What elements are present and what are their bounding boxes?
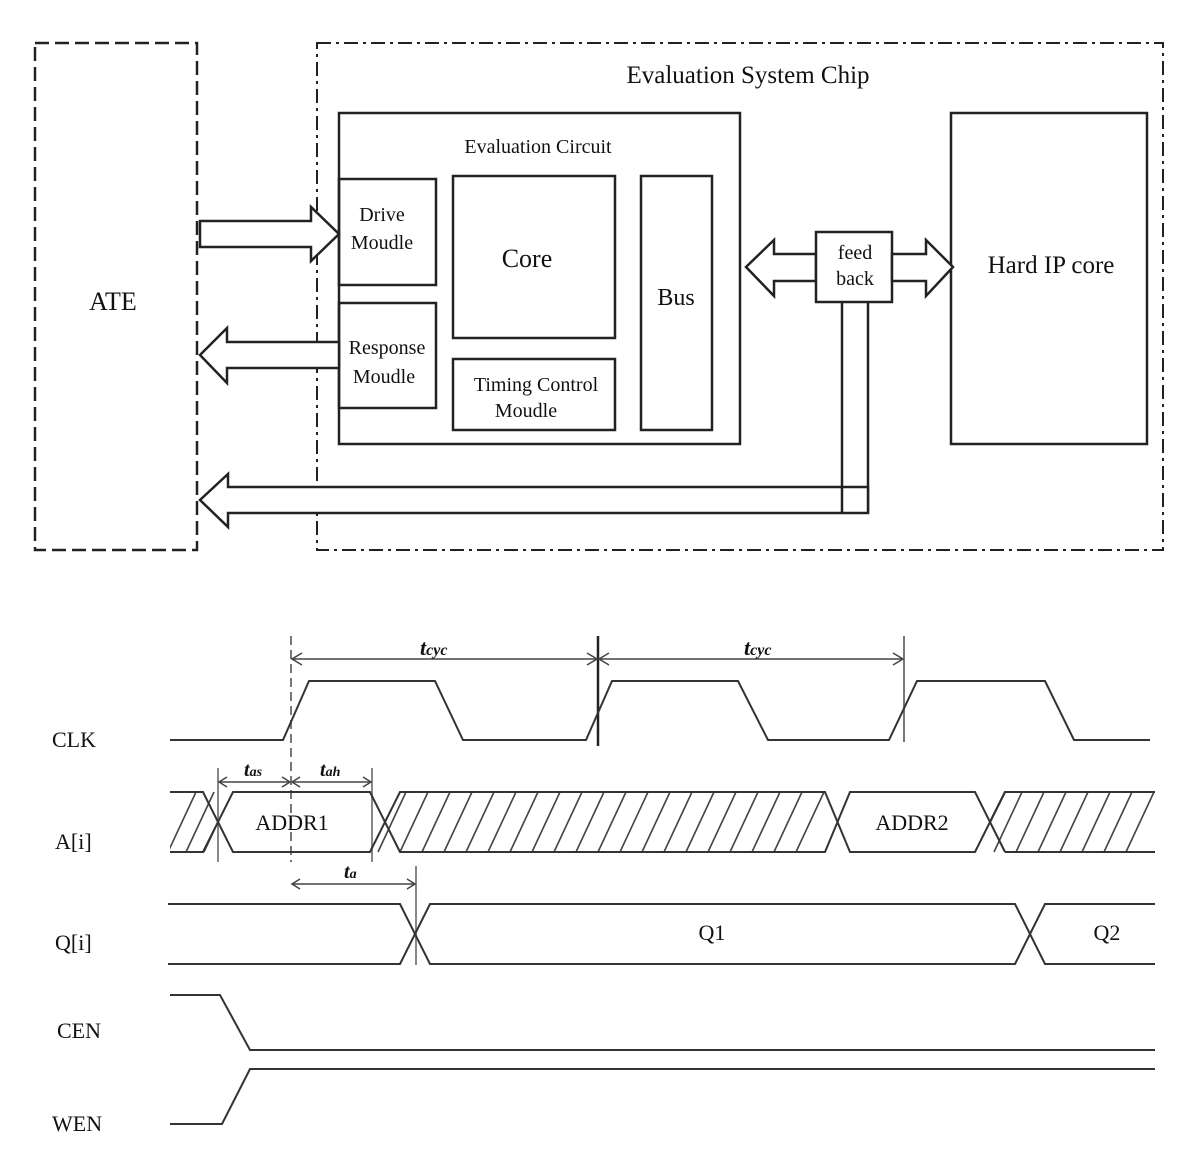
address-hatch-region-3: [993, 791, 1155, 853]
q-waveform-after: [168, 903, 1155, 965]
bus-label: Bus: [657, 285, 694, 311]
ta-arrowhead-left: [290, 878, 301, 890]
core-box: [451, 174, 617, 340]
drive-module-label-line2: Moudle: [351, 232, 413, 254]
tas-label: tas: [244, 759, 263, 781]
bus-feedback-bidirectional-arrow: [744, 237, 818, 300]
signal-label-a: A[i]: [55, 829, 92, 854]
address-hatch-region-2: [377, 791, 825, 853]
signal-label-q: Q[i]: [55, 930, 92, 955]
ate-box: [33, 41, 199, 552]
tcyc-label-1: tcyc: [420, 635, 447, 660]
tah-arrowhead-right: [362, 776, 373, 788]
timing-module-label-line2: Moudle: [495, 400, 557, 422]
core-label: Core: [502, 244, 553, 273]
bus-box: [639, 174, 714, 432]
tas-arrowhead-right: [281, 776, 292, 788]
response-module-label-line1: Response: [349, 337, 426, 359]
timing-control-module-box: [451, 357, 617, 432]
response-module-label-line2: Moudle: [353, 366, 415, 388]
ta-arrowhead-right: [406, 878, 417, 890]
cen-waveform: [170, 994, 1155, 1051]
addr1-label: ADDR1: [255, 810, 328, 835]
timing-module-label-line1: Timing Control: [474, 374, 599, 396]
addr2-label: ADDR2: [875, 810, 948, 835]
tas-arrowhead-left: [217, 776, 228, 788]
feedback-label-line2: back: [836, 268, 874, 290]
tcyc-1-arrowhead-right: [586, 652, 599, 666]
evaluation-system-chip-box: [316, 42, 1164, 551]
tcyc-2-arrowhead-left: [597, 652, 610, 666]
q2-label: Q2: [1094, 920, 1121, 945]
address-bus-end-rise: [989, 791, 1006, 823]
hard-ip-core-label: Hard IP core: [988, 252, 1115, 279]
evaluation-circuit-title: Evaluation Circuit: [464, 136, 612, 158]
ate-label: ATE: [89, 287, 137, 316]
timing-diagram: CLK A[i] Q[i] CEN WEN tcyc tcyc tas tah: [52, 635, 1155, 1136]
tcyc-1-arrowhead-left: [290, 652, 303, 666]
clk-waveform: [170, 680, 1150, 741]
signal-label-wen: WEN: [52, 1111, 102, 1136]
address-hatch-region-1: [170, 791, 218, 853]
feedback-to-ate-arrow: [198, 471, 870, 530]
q-waveform-before: [168, 903, 1155, 965]
tah-arrowhead-left: [290, 776, 301, 788]
tcyc-label-2: tcyc: [744, 635, 771, 660]
ta-label: ta: [344, 861, 357, 883]
tcyc-2-arrowhead-right: [892, 652, 905, 666]
ate-to-drive-arrow: [198, 204, 341, 264]
q1-label: Q1: [699, 920, 726, 945]
feedback-to-hard-ip-arrow: [890, 236, 955, 300]
signal-label-clk: CLK: [52, 727, 96, 752]
feedback-label-line1: feed: [838, 242, 872, 264]
response-to-ate-arrow: [198, 324, 341, 387]
tah-label: tah: [320, 759, 341, 781]
address-bus-end-fall: [989, 821, 1006, 853]
wen-waveform: [170, 1068, 1155, 1125]
signal-label-cen: CEN: [57, 1018, 101, 1043]
drive-module-label-line1: Drive: [359, 204, 405, 226]
hard-ip-core-box: [949, 111, 1149, 446]
chip-title: Evaluation System Chip: [626, 62, 869, 89]
drive-module-box: [337, 177, 438, 287]
block-diagram: ATE Evaluation System Chip Evaluation Ci…: [33, 41, 1164, 552]
